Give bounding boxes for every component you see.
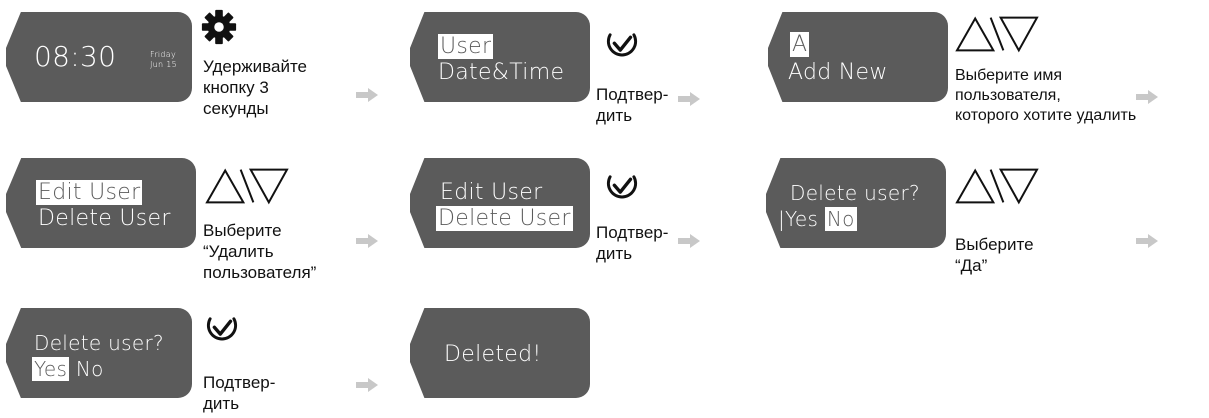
step7-caption: Подтвер-дить xyxy=(203,373,276,413)
gear-icon xyxy=(201,9,237,45)
confirm-options: Yes No xyxy=(32,357,104,381)
up-down-arrows-icon xyxy=(205,166,289,206)
clock-time: 08:30 xyxy=(34,40,117,73)
screen-confirm-no: Delete user? |Yes No xyxy=(766,158,946,248)
clock-day: Friday xyxy=(150,50,177,59)
user-a: A xyxy=(790,32,810,57)
arrow-right-icon xyxy=(1136,234,1158,248)
step5-caption: Подтвер-дить xyxy=(596,223,669,263)
menu-delete-user: Delete User xyxy=(436,206,573,231)
up-down-arrows-icon xyxy=(955,166,1039,206)
menu-user: User xyxy=(438,34,494,59)
screen-user-list: A Add New xyxy=(768,12,948,102)
arrow-right-icon xyxy=(356,88,378,102)
screen-edit-delete-1: Edit User Delete User xyxy=(6,158,196,248)
confirm-question: Delete user? xyxy=(34,331,164,355)
deleted-message: Deleted! xyxy=(444,342,542,367)
menu-edit-user: Edit User xyxy=(440,180,543,205)
arrow-right-icon xyxy=(1136,90,1158,104)
arrow-right-icon xyxy=(678,92,700,106)
checkmark-icon xyxy=(605,28,639,62)
up-down-arrows-icon xyxy=(955,14,1039,54)
arrow-right-icon xyxy=(678,234,700,248)
clock-date: Jun 15 xyxy=(150,60,178,69)
step2-caption: Подтвер-дить xyxy=(596,85,669,125)
screen-clock: 08:30 Friday Jun 15 xyxy=(6,12,192,102)
menu-datetime: Date&Time xyxy=(438,60,565,85)
menu-edit-user: Edit User xyxy=(36,180,143,205)
screen-menu-user: User Date&Time xyxy=(410,12,590,102)
arrow-right-icon xyxy=(356,234,378,248)
menu-delete-user: Delete User xyxy=(38,206,171,231)
screen-edit-delete-2: Edit User Delete User xyxy=(410,158,590,248)
arrow-right-icon xyxy=(356,378,378,392)
checkmark-icon xyxy=(205,312,239,346)
confirm-options: |Yes No xyxy=(778,207,857,231)
screen-deleted: Deleted! xyxy=(410,308,590,398)
step6-caption: Выберите“Да” xyxy=(955,235,1034,275)
user-add-new: Add New xyxy=(788,60,888,85)
screen-confirm-yes: Delete user? Yes No xyxy=(6,308,192,398)
confirm-question: Delete user? xyxy=(790,181,920,205)
checkmark-icon xyxy=(605,170,639,204)
